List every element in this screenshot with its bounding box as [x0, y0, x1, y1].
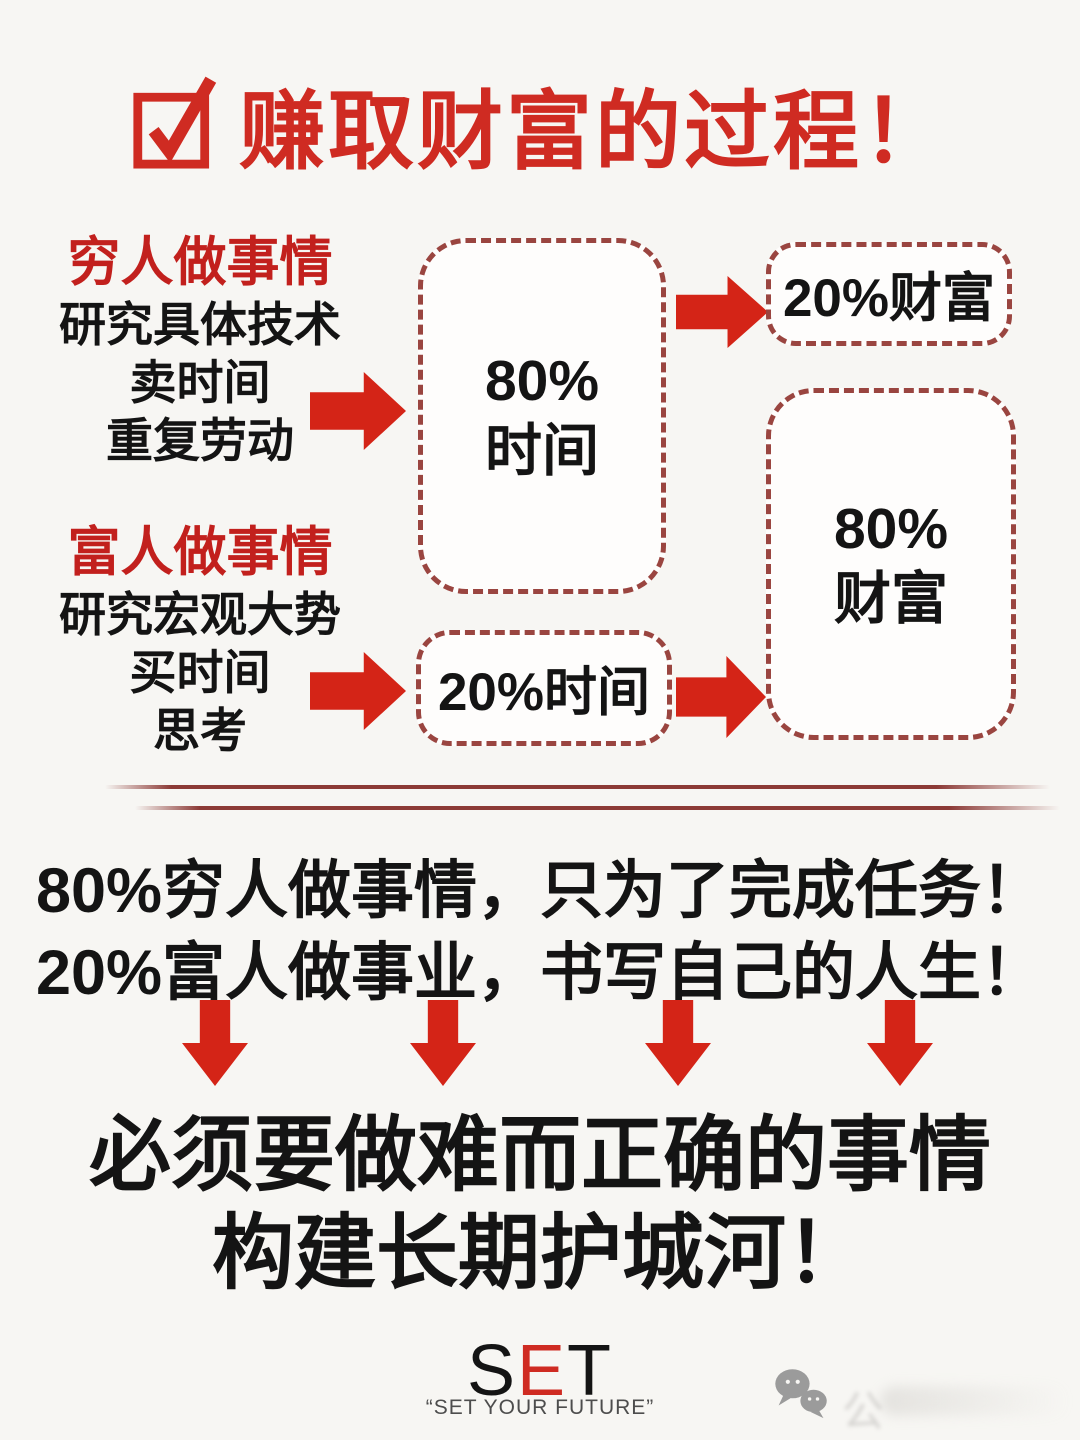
watermark-smudge	[880, 1386, 1070, 1416]
wechat-icon	[770, 1364, 836, 1431]
arrow-right-icon	[676, 276, 768, 348]
conclusion-line-1: 必须要做难而正确的事情	[88, 1110, 991, 1201]
box-80-percent-wealth: 80% 财富	[766, 388, 1016, 740]
rich-item: 研究宏观大势	[59, 588, 341, 641]
logo-letter-s: S	[466, 1331, 517, 1411]
box-20-percent-time: 20%时间	[416, 630, 672, 746]
logo-letter-e: E	[517, 1331, 568, 1411]
arrow-right-icon	[676, 656, 766, 738]
conclusion-line-2: 构建长期护城河！	[211, 1208, 868, 1299]
box-value: 80%	[833, 497, 949, 561]
box-label: 财富	[834, 567, 948, 631]
box-label: 20%财富	[782, 269, 996, 328]
rich-heading: 富人做事情	[67, 523, 333, 582]
poor-item: 卖时间	[129, 356, 271, 409]
box-label: 20%时间	[437, 663, 651, 722]
logo-tagline: “SET YOUR FUTURE”	[425, 1396, 655, 1419]
rich-item: 买时间	[129, 646, 271, 699]
poor-people-block: 穷人做事情 研究具体技术 卖时间 重复劳动	[16, 230, 384, 470]
logo-letter-t: T	[567, 1331, 614, 1411]
box-20-percent-wealth: 20%财富	[766, 242, 1012, 346]
box-value: 80%	[484, 349, 600, 413]
divider-line	[105, 785, 1050, 789]
statement-line-2: 20%富人做事业，书写自己的人生！	[35, 938, 1045, 1008]
rich-item: 思考	[153, 704, 247, 757]
set-logo: SET	[0, 1330, 1080, 1412]
poor-item: 重复劳动	[106, 414, 294, 467]
statement-line-1: 80%穷人做事情，只为了完成任务！	[35, 856, 1045, 926]
rich-people-block: 富人做事情 研究宏观大势 买时间 思考	[16, 520, 384, 760]
box-label: 时间	[485, 419, 599, 483]
poor-heading: 穷人做事情	[67, 233, 333, 292]
divider-line	[135, 806, 1060, 810]
title-row: 赚取财富的过程！	[0, 58, 1080, 188]
box-80-percent-time: 80% 时间	[418, 238, 666, 594]
checkbox-check-icon	[129, 67, 217, 180]
page-title: 赚取财富的过程！	[239, 83, 951, 180]
poor-item: 研究具体技术	[59, 298, 341, 351]
watermark-text: 公	[842, 1388, 885, 1435]
